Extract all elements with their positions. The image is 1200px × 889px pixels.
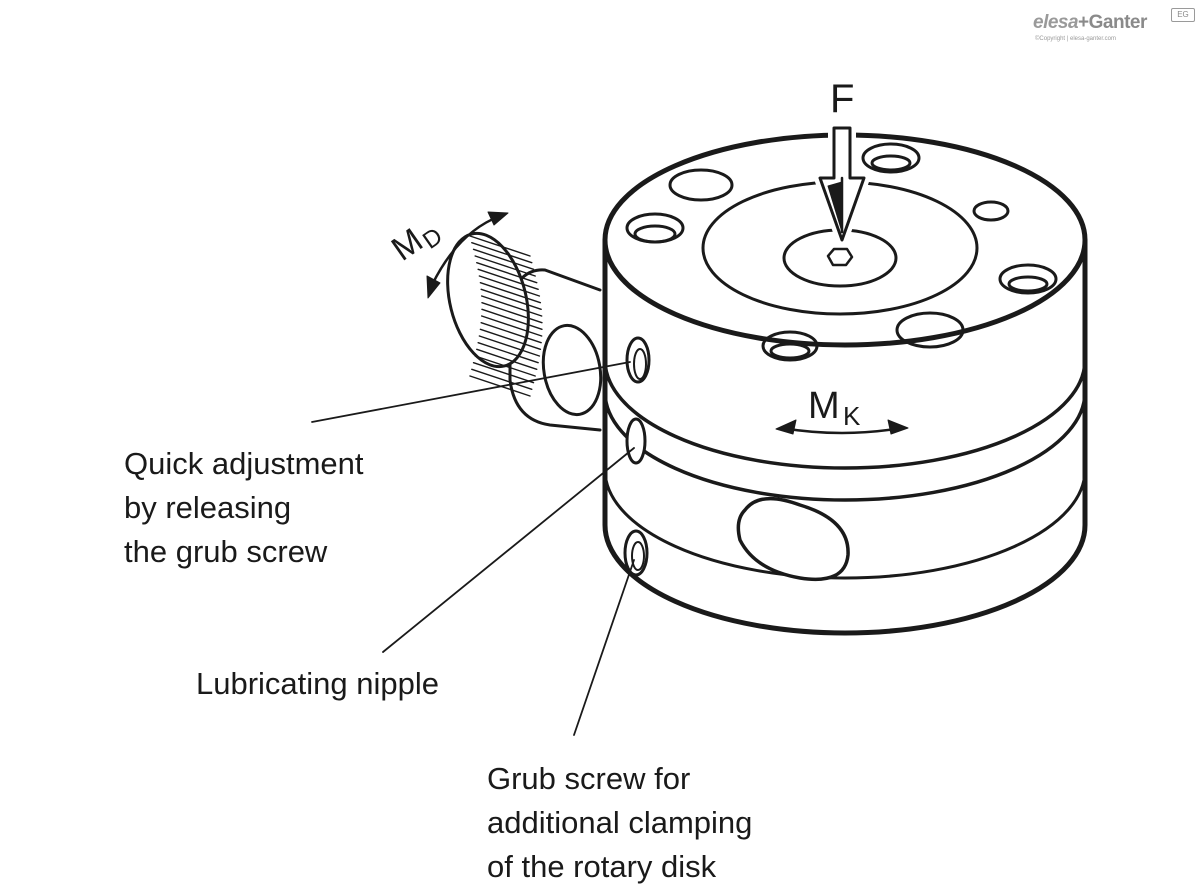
knurl-line <box>472 248 535 271</box>
leader-grub-screw <box>573 559 635 736</box>
callout-quick-line-1: Quick adjustment <box>124 446 364 481</box>
callout-grub-screw: Grub screw for additional clamping of th… <box>487 757 752 889</box>
moment-k-arrow <box>775 419 909 435</box>
knurl-line <box>472 361 535 384</box>
leader-lines <box>311 361 635 736</box>
callout-quick-line-2: by releasing <box>124 490 292 525</box>
callout-lube-line-1: Lubricating nipple <box>196 666 440 701</box>
knurl-line <box>479 281 542 304</box>
side-features <box>623 336 850 582</box>
moment-d-arrow <box>426 211 509 299</box>
knurl-line <box>471 368 533 391</box>
force-label: F <box>830 77 854 121</box>
brand-logo-plus: + <box>1078 12 1089 33</box>
knurl-line <box>478 275 541 297</box>
brand-logo-wordmark: elesa+Ganter <box>1033 12 1147 34</box>
knurl-line <box>480 315 543 337</box>
mounting-holes <box>625 142 1058 362</box>
knurl-line <box>481 301 543 324</box>
knurl-line <box>480 295 543 317</box>
knurl-line <box>474 355 536 377</box>
knurl-line <box>480 288 542 311</box>
knurl-line <box>469 235 531 257</box>
brand-copyright: ©Copyright | elesa-ganter.com <box>1035 36 1117 42</box>
knurl-line <box>480 321 542 344</box>
callout-grub-line-2: additional clamping <box>487 805 753 840</box>
callout-quick-line-3: the grub screw <box>124 534 328 569</box>
callout-grub-line-3: of the rotary disk <box>487 849 717 884</box>
knurl-line <box>479 328 542 351</box>
knurl-line <box>476 348 538 371</box>
moment-k-main: M <box>808 385 840 427</box>
knurl-line <box>474 255 536 277</box>
knurl-line <box>481 308 543 331</box>
callout-grub-line-1: Grub screw for <box>487 761 691 796</box>
knurl-line <box>476 261 538 284</box>
callout-quick-adjustment: Quick adjustment by releasing the grub s… <box>124 442 364 574</box>
leader-lubricating-nipple <box>382 447 635 653</box>
knurl-line <box>471 241 533 264</box>
brand-logo: elesa+Ganter EG ©Copyright | elesa-gante… <box>1033 8 1195 48</box>
knurl-line <box>477 341 539 364</box>
brand-logo-left: elesa <box>1033 12 1079 33</box>
force-arrow <box>814 122 870 246</box>
knurled-knob <box>446 231 603 432</box>
knurl-line <box>478 335 541 357</box>
brand-logo-badge: EG <box>1171 8 1195 22</box>
moment-d-label: M D <box>385 221 448 268</box>
knurl-line <box>477 268 539 291</box>
callout-lubricating-nipple: Lubricating nipple <box>196 662 439 706</box>
brand-logo-right: Ganter <box>1088 12 1148 33</box>
leader-quick-adjustment <box>311 361 631 423</box>
moment-k-sub: K <box>843 401 861 431</box>
